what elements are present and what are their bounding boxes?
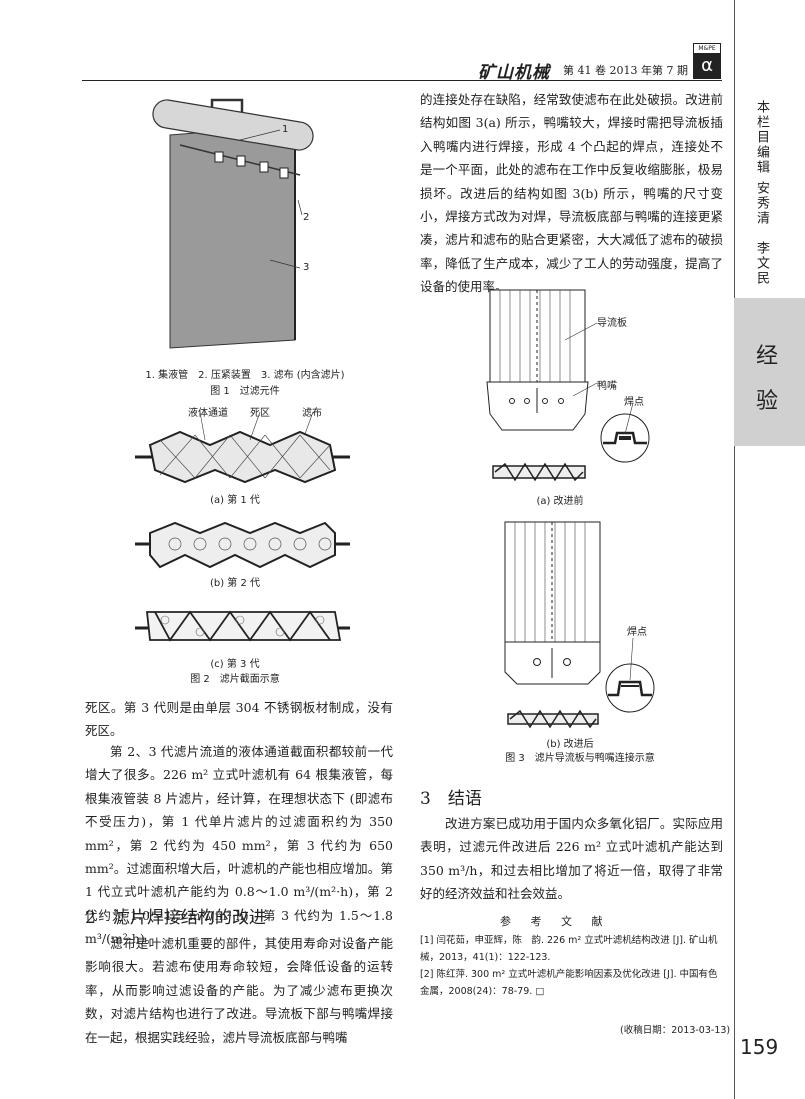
fig3-sub-b: (b) 改进后 xyxy=(546,739,594,750)
alpha-icon: α xyxy=(694,54,720,79)
fig1-label-1: 1 xyxy=(282,124,289,135)
column-editor: 本栏目编辑 安秀清 李文民 xyxy=(752,100,770,286)
fig1-label-2: 2 xyxy=(303,212,310,223)
fig2-label-cloth: 滤布 xyxy=(302,408,322,419)
figure-1-filter-element xyxy=(152,98,314,349)
figure-2-section-gen3 xyxy=(135,610,350,642)
fig3a-label-guide: 导流板 xyxy=(597,318,627,329)
fig2-sub-b: (b) 第 2 代 xyxy=(209,578,261,589)
left-paragraph-2: 第 2、3 代滤片流道的液体通道截面积都较前一代增大了很多。226 m² 立式叶… xyxy=(85,744,393,947)
editor-label: 本栏目编辑 xyxy=(754,100,769,175)
fig1-label-3: 3 xyxy=(303,262,310,273)
received-date: (收稿日期：2013-03-13) xyxy=(620,1025,731,1036)
section-tab: 经 验 xyxy=(734,298,805,446)
figure-2-section-gen1 xyxy=(135,411,350,484)
fig2-label-deadzone: 死区 xyxy=(250,408,270,419)
header-rule xyxy=(82,80,722,81)
section-char-1: 经 xyxy=(756,344,779,369)
fig3-caption: 图 3 滤片导流板与鸭嘴连接示意 xyxy=(505,753,655,764)
fig3a-label-duckbill: 鸭嘴 xyxy=(597,381,617,392)
fig3-sub-a: (a) 改进前 xyxy=(536,496,584,507)
section-2-heading: 2 滤片焊接结构的改进 xyxy=(85,908,266,928)
fig2-label-channel: 液体通道 xyxy=(188,408,228,419)
left-paragraph-1: 死区。第 3 代则是由单层 304 不锈钢板材制成，没有死区。 xyxy=(85,700,393,739)
sidebar-rule xyxy=(734,0,735,1099)
figure-3a-before xyxy=(486,289,650,482)
fig3b-label-weld: 焊点 xyxy=(627,627,647,638)
fig2-sub-c: (c) 第 3 代 xyxy=(210,659,260,670)
section-3-heading: 3 结语 xyxy=(420,789,482,809)
fig2-sub-a: (a) 第 1 代 xyxy=(210,495,260,506)
fig2-caption: 图 2 滤片截面示意 xyxy=(190,674,280,685)
page-number: 159 xyxy=(740,1035,779,1059)
section-char-2: 验 xyxy=(756,389,779,414)
left-paragraph-3: 滤布是叶滤机重要的部件，其使用寿命对设备产能影响很大。若滤布使用寿命较短，会降低… xyxy=(85,936,393,1045)
right-paragraph-1: 的连接处存在缺陷，经常致使滤布在此处破损。改进前结构如图 3(a) 所示，鸭嘴较… xyxy=(420,92,723,295)
journal-name: 矿山机械 xyxy=(478,63,550,83)
logo-top-text: M&PE xyxy=(694,44,720,54)
reference-1: [1] 闫花茹，申亚辉，陈 韵. 226 m² 立式叶滤机结构改进 [J]. 矿… xyxy=(420,935,718,963)
issue-info: 第 41 卷 2013 年第 7 期 xyxy=(563,64,688,77)
reference-2: [2] 陈红萍. 300 m² 立式叶滤机产能影响因素及优化改进 [J]. 中国… xyxy=(420,969,718,997)
right-paragraph-2: 改进方案已成功用于国内众多氧化铝厂。实际应用表明，过滤元件改进后 226 m² … xyxy=(420,816,723,902)
fig1-legend: 1. 集液管 2. 压紧装置 3. 滤布 (内含滤片) xyxy=(145,370,345,381)
fig1-caption: 图 1 过滤元件 xyxy=(210,386,280,397)
figure-3b-after xyxy=(504,521,655,729)
references-title: 参 考 文 献 xyxy=(500,915,611,928)
editor-names: 安秀清 李文民 xyxy=(754,181,769,287)
figure-2-section-gen2 xyxy=(135,521,350,569)
fig3a-label-weld: 焊点 xyxy=(624,397,644,408)
journal-logo: M&PE α xyxy=(693,43,721,79)
